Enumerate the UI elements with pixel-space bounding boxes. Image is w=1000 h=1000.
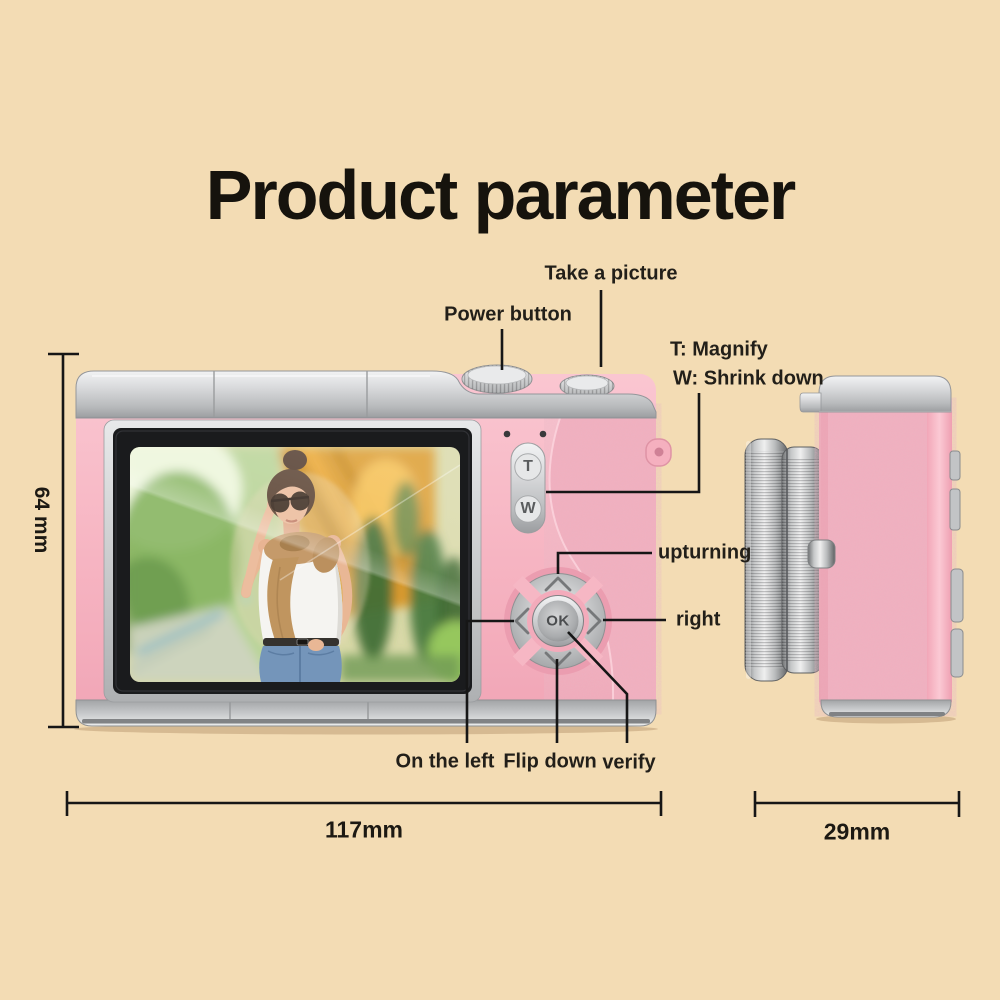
right-arrow-icon <box>586 607 602 635</box>
label-flip-down: Flip down <box>503 750 597 773</box>
depth-dimension-line <box>753 791 961 817</box>
dimension-depth: 29mm <box>823 818 891 845</box>
ok-button-glyph[interactable]: OK <box>546 612 570 630</box>
zoom-rocker-leader <box>546 393 701 494</box>
left-key-leader <box>465 619 514 743</box>
up-arrow-icon <box>544 576 572 592</box>
dimension-width: 117mm <box>324 816 404 843</box>
tele-button-glyph[interactable]: T <box>523 458 533 475</box>
zoom-rocker-button[interactable] <box>510 442 546 534</box>
screen-photo <box>130 447 460 682</box>
label-take-a-picture: Take a picture <box>544 262 678 285</box>
height-dimension-line <box>48 352 79 729</box>
left-arrow-icon <box>514 607 530 635</box>
camera-side-view <box>744 375 964 718</box>
camera-back-view <box>75 364 672 727</box>
strap-lug <box>645 438 672 467</box>
label-zoom-t: T: Magnify <box>670 338 768 361</box>
label-verify: verify <box>602 751 656 774</box>
label-zoom-w: W: Shrink down <box>673 367 824 390</box>
hinge-knob <box>807 539 836 569</box>
label-power-button: Power button <box>444 303 572 326</box>
label-on-the-left: On the left <box>395 750 495 773</box>
leader-lines <box>465 290 701 743</box>
mic-hole-dot <box>503 430 511 438</box>
page-title: Product parameter <box>205 155 796 234</box>
side-buttons[interactable] <box>949 450 964 678</box>
mic-hole-dot <box>539 430 547 438</box>
label-upturning: upturning <box>658 541 752 564</box>
dimension-lines <box>48 352 961 817</box>
width-dimension-line <box>65 791 663 816</box>
screen-glare <box>130 447 460 682</box>
up-key-leader <box>556 551 652 574</box>
power-dial <box>461 364 533 394</box>
label-right: right <box>676 608 721 631</box>
wide-button-glyph[interactable]: W <box>520 500 536 517</box>
ok-key-leader <box>567 631 629 743</box>
dimension-height: 64 mm <box>30 486 53 554</box>
